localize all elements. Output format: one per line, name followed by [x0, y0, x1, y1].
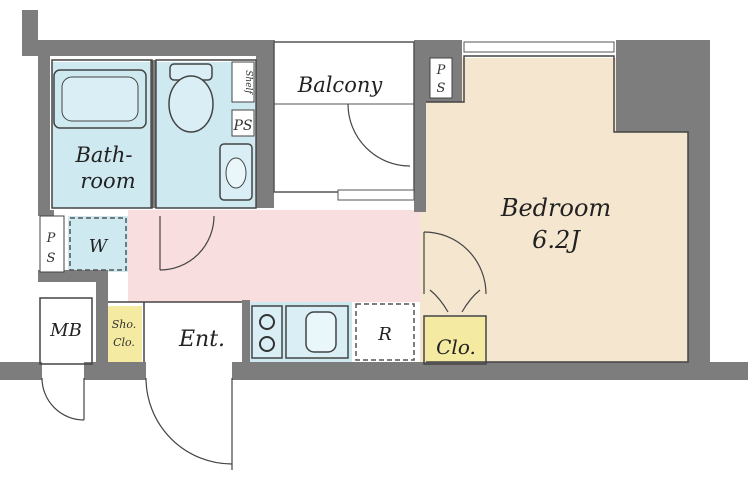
- walls: [0, 10, 748, 380]
- room-outlines: [39, 55, 689, 365]
- shoe-closet-floor: [105, 306, 142, 362]
- washer-floor: [68, 216, 128, 272]
- toilet-bowl: [168, 75, 214, 133]
- refrigerator-space: [355, 303, 415, 361]
- washer-space: [69, 217, 127, 271]
- balcony-area: [273, 41, 415, 193]
- burner-2: [259, 336, 275, 352]
- washbasin-bowl: [225, 157, 247, 189]
- burner-1: [259, 314, 275, 330]
- label-shoe-closet-1: Sho.: [112, 318, 137, 331]
- label-bathroom-1: Bath-: [74, 143, 132, 167]
- label-bathroom-2: room: [80, 169, 135, 193]
- shelf-box: [231, 61, 255, 103]
- label-ps-toilet: PS: [232, 118, 252, 134]
- balcony-window: [337, 189, 415, 201]
- label-ps-west-s: S: [47, 251, 56, 266]
- kitchen-sink: [305, 311, 337, 353]
- bathtub-inner: [61, 76, 139, 122]
- label-ps-bedroom-p: P: [436, 63, 446, 78]
- pipe-space-bedroom: [429, 57, 453, 99]
- label-bedroom-size: 6.2J: [532, 226, 581, 254]
- label-closet: Clo.: [436, 335, 476, 359]
- label-ps-west-p: P: [46, 231, 56, 246]
- label-balcony: Balcony: [297, 73, 384, 97]
- label-shoe-closet-2: Clo.: [113, 336, 135, 349]
- label-meter-box: MB: [49, 320, 82, 341]
- doors: [41, 103, 487, 470]
- label-ps-bedroom-s: S: [437, 81, 446, 96]
- corridor-floor: [128, 210, 420, 302]
- bedroom-window-top: [463, 41, 615, 53]
- label-entrance: Ent.: [178, 327, 225, 352]
- pipe-space-west: [39, 215, 65, 273]
- label-refrigerator: R: [377, 324, 392, 345]
- label-bedroom: Bedroom: [500, 194, 611, 222]
- closet-floor: [424, 316, 486, 364]
- pipe-space-toilet: [231, 109, 255, 137]
- label-shelf: Shelf: [243, 70, 253, 95]
- label-washer: W: [89, 236, 109, 257]
